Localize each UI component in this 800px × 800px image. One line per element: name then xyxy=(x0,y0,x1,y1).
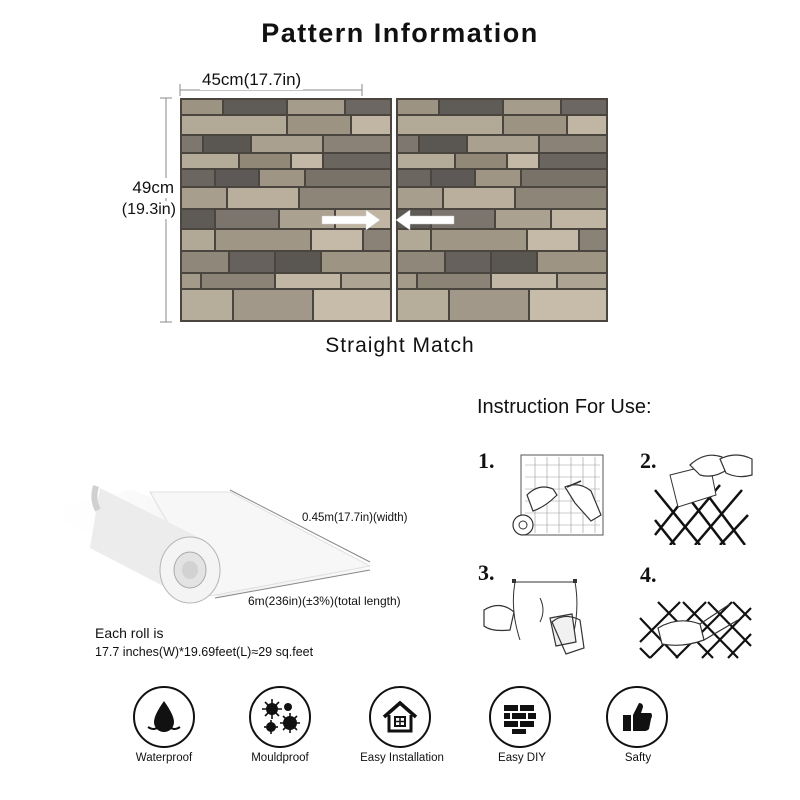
house-icon xyxy=(369,686,431,748)
step-3-number: 3. xyxy=(478,560,495,585)
feature-label-waterproof: Waterproof xyxy=(135,752,193,764)
roll-length-label: 6m(236in)(±3%)(total length) xyxy=(248,594,401,608)
feature-label-safety: Safty xyxy=(624,752,652,764)
step-1-number: 1. xyxy=(478,448,495,473)
feature-label-mouldproof: Mouldproof xyxy=(251,752,309,764)
wallpaper-roll-illustration xyxy=(40,485,372,604)
roll-size-heading: Each roll is xyxy=(95,625,164,641)
step-1-illustration xyxy=(512,454,604,536)
arrow-right-icon xyxy=(321,209,381,231)
page-title: Pattern Information xyxy=(261,18,539,48)
arrow-left-icon xyxy=(395,209,455,231)
step-3-illustration xyxy=(483,579,585,655)
width-dimension-label: 45cm(17.7in) xyxy=(200,70,304,90)
step-4-number: 4. xyxy=(640,562,657,587)
roll-size-detail: 17.7 inches(W)*19.69feet(L)≈29 sq.feet xyxy=(95,645,314,659)
step-2-number: 2. xyxy=(640,448,657,473)
mould-spores-icon xyxy=(249,686,311,748)
water-drop-icon xyxy=(133,686,195,748)
roll-width-label: 0.45m(17.7in)(width) xyxy=(302,512,408,524)
height-dimension-in: (19.3in) xyxy=(100,201,176,219)
thumbs-up-icon xyxy=(606,686,668,748)
step-4-illustration xyxy=(639,601,752,659)
brick-wall-icon xyxy=(489,686,551,748)
height-dimension-cm: 49cm xyxy=(112,178,174,198)
instructions-title: Instruction For Use: xyxy=(477,396,652,418)
match-type-label: Straight Match xyxy=(325,334,475,357)
feature-label-easy-installation: Easy Installation xyxy=(360,752,444,764)
stone-pattern-panels xyxy=(180,98,608,322)
step-2-illustration xyxy=(654,454,753,545)
feature-label-easy-diy: Easy DIY xyxy=(498,752,546,764)
